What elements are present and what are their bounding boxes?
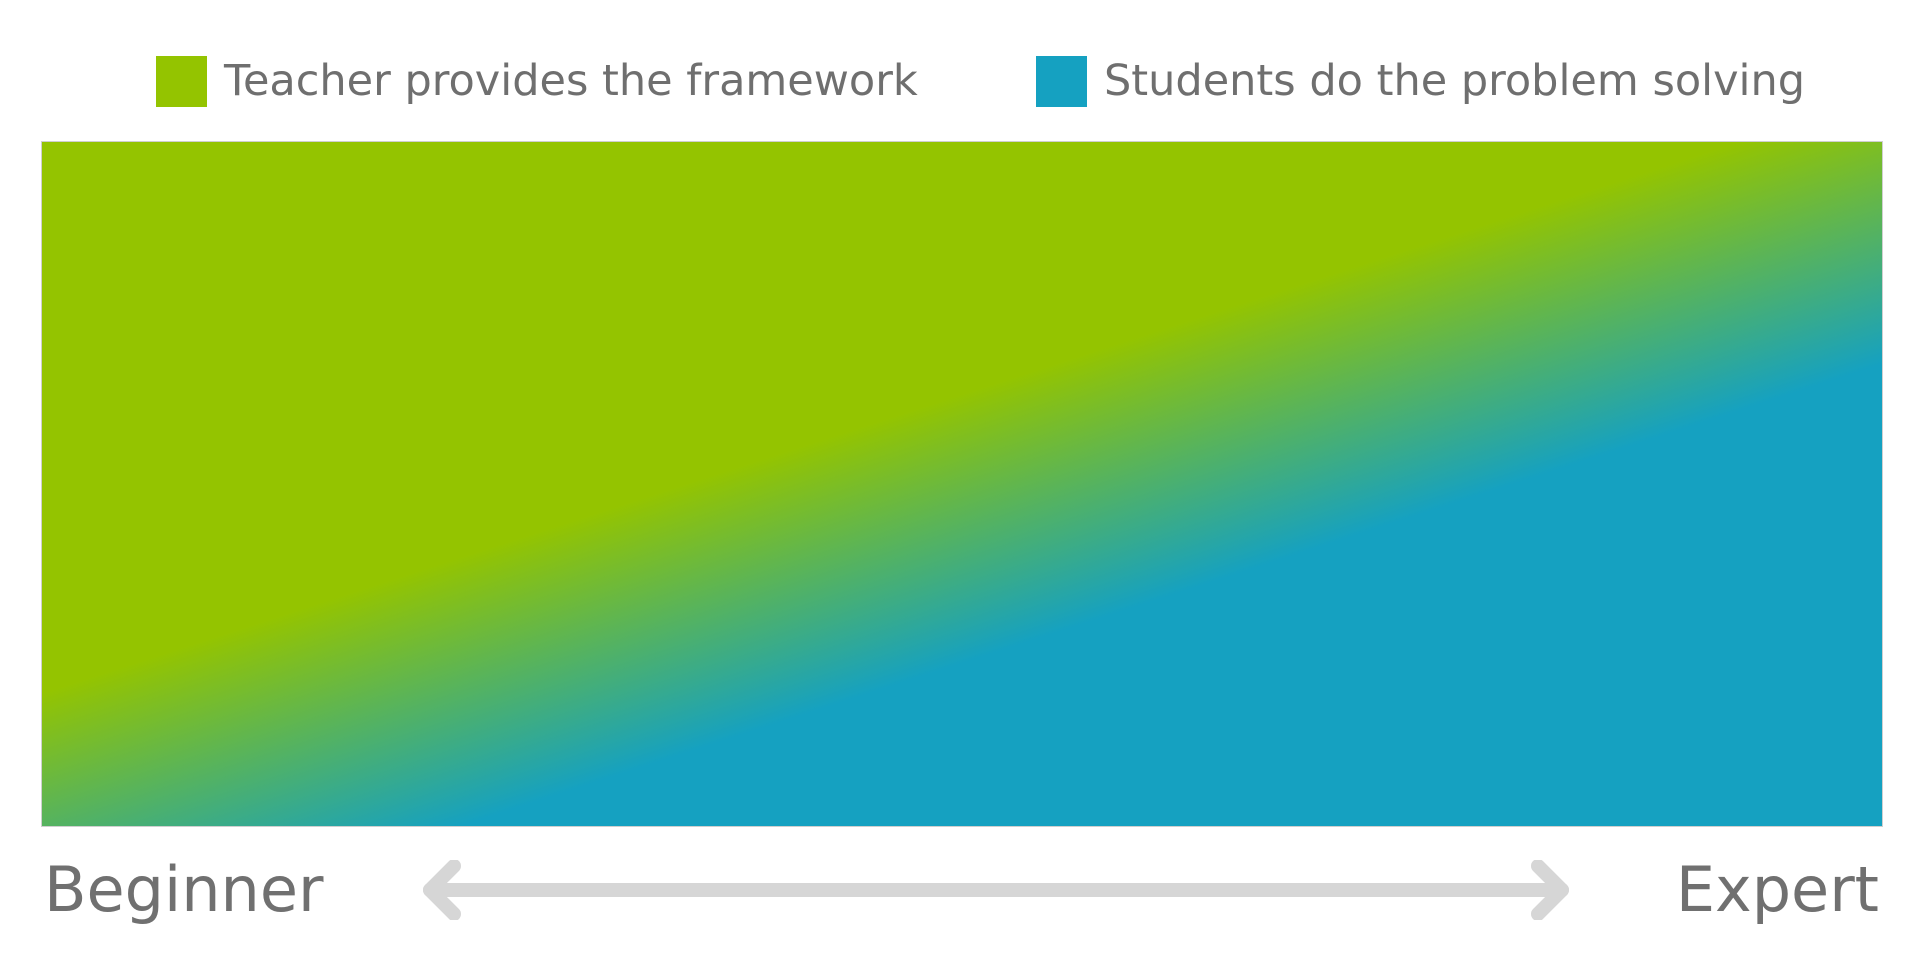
legend-label-students: Students do the problem solving xyxy=(1104,56,1806,106)
legend-item-students: Students do the problem solving xyxy=(1036,53,1805,109)
beginner-label: Beginner xyxy=(44,853,324,926)
arrow-head-right xyxy=(1531,860,1569,920)
legend-swatch-teacher xyxy=(156,55,207,107)
legend-label-teacher: Teacher provides the framework xyxy=(224,56,918,106)
double-headed-arrow-icon xyxy=(423,860,1569,920)
legend: Teacher provides the framework Students … xyxy=(156,53,1805,109)
responsibility-gradient-panel xyxy=(41,141,1883,827)
arrow-head-left xyxy=(423,860,461,920)
legend-item-teacher: Teacher provides the framework xyxy=(156,53,918,109)
expert-label: Expert xyxy=(1675,853,1879,926)
skill-scale: Beginner Expert xyxy=(0,850,1920,950)
legend-swatch-students xyxy=(1036,55,1087,107)
